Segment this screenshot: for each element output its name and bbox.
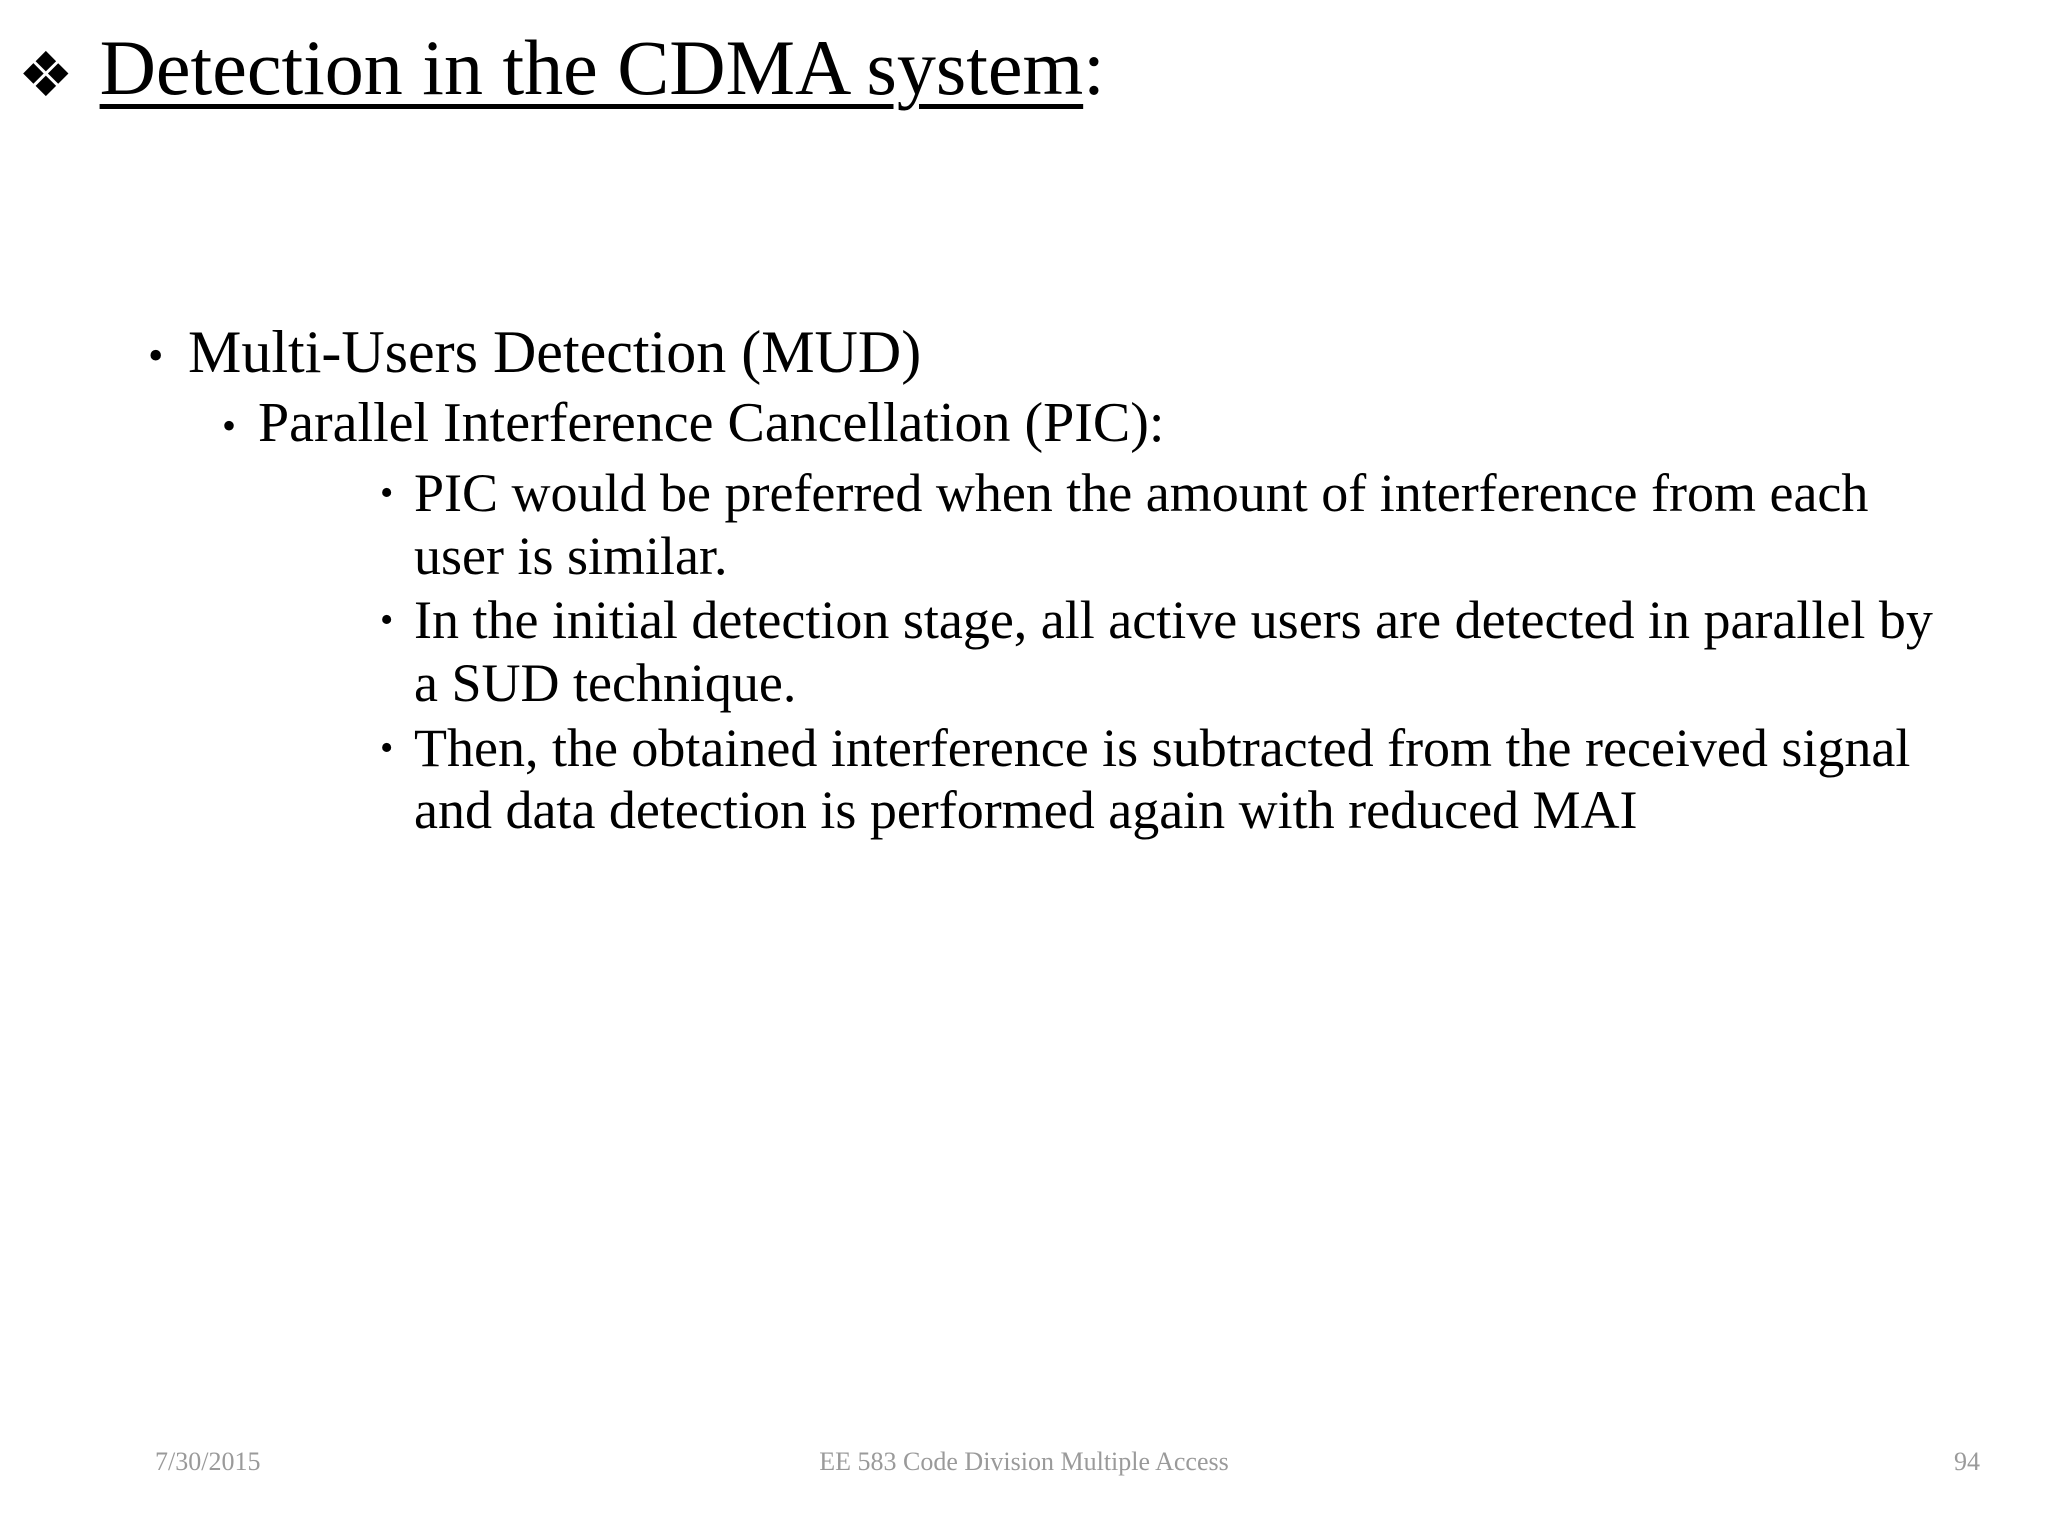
list-item: • PIC would be preferred when the amount…: [0, 462, 2048, 587]
list-item: • Multi-Users Detection (MUD): [0, 318, 2048, 386]
bullet-dot-icon: •: [222, 403, 237, 449]
page-title-colon: :: [1083, 24, 1105, 111]
diamond-cluster-bullet-icon: ❖: [18, 38, 74, 111]
bullet-dot-icon: •: [380, 599, 394, 642]
footer-course-title: EE 583 Code Division Multiple Access: [819, 1447, 1229, 1476]
bullet-dot-icon: •: [148, 331, 164, 380]
page-title-underlined: Detection in the CDMA system: [99, 24, 1084, 111]
footer-page-number: 94: [1954, 1447, 1980, 1476]
page-title: Detection in the CDMA system:: [99, 24, 1105, 111]
list-item-label: PIC would be preferred when the amount o…: [414, 463, 1869, 586]
list-item-label: Parallel Interference Cancellation (PIC)…: [258, 392, 1165, 455]
bullet-dot-icon: •: [380, 472, 394, 515]
list-item-label: Multi-Users Detection (MUD): [188, 319, 922, 385]
list-item: • Then, the obtained interference is sub…: [0, 717, 2048, 842]
bullet-list: • Multi-Users Detection (MUD) • Parallel…: [0, 318, 2048, 844]
slide-title: ❖ Detection in the CDMA system:: [18, 24, 1918, 111]
list-item: • In the initial detection stage, all ac…: [0, 589, 2048, 714]
list-item-label: Then, the obtained interference is subtr…: [414, 717, 1911, 841]
footer-date: 7/30/2015: [155, 1447, 261, 1476]
list-item-label: In the initial detection stage, all acti…: [414, 590, 1933, 714]
slide-footer: 7/30/2015 EE 583 Code Division Multiple …: [0, 1442, 2048, 1482]
bullet-dot-icon: •: [380, 726, 394, 769]
list-item: • Parallel Interference Cancellation (PI…: [0, 392, 2048, 456]
